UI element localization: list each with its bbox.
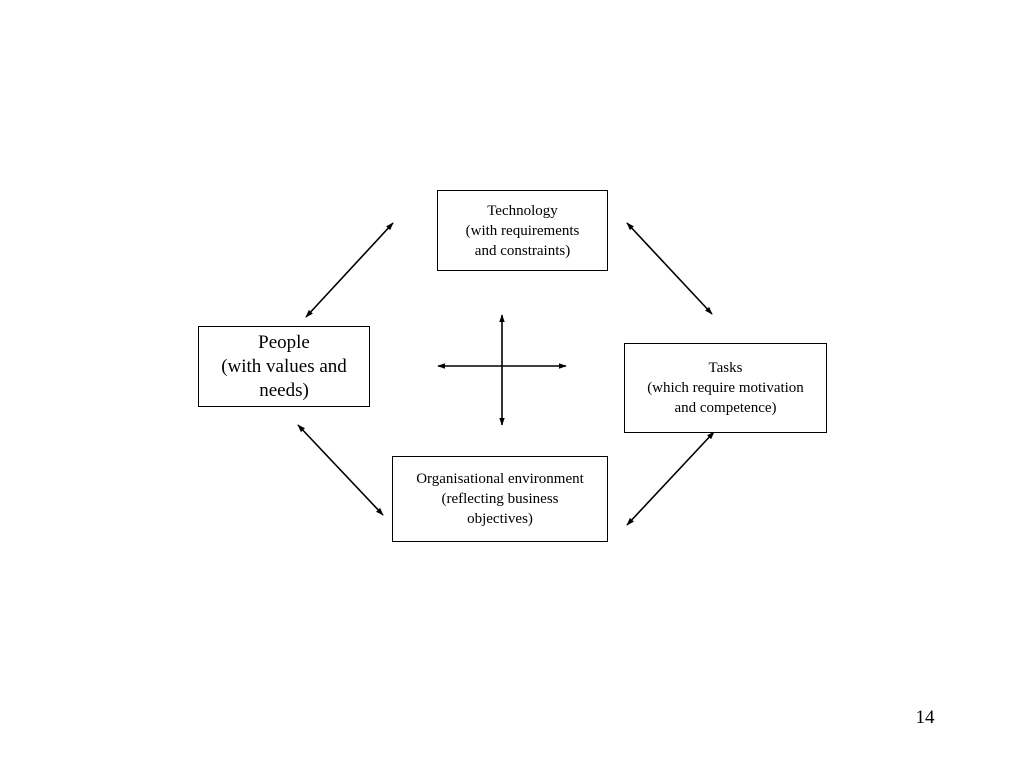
arrow-technology-tasks: [626, 222, 713, 315]
tasks-subtitle-line-2: and competence): [674, 400, 777, 416]
people-box: People (with values and needs): [198, 326, 370, 407]
technology-subtitle-line-1: (with requirements: [465, 222, 580, 239]
technology-title: Technology: [487, 202, 558, 219]
people-subtitle-line-2: needs): [259, 379, 309, 401]
organisation-subtitle-line-1: (reflecting business: [441, 491, 559, 507]
people-title: People: [258, 331, 310, 353]
arrow-organisation-tasks: [626, 431, 715, 526]
arrow-people-technology: [305, 222, 394, 318]
technology-subtitle-line-2: and constraints): [474, 242, 571, 259]
arrow-people-organisation: [297, 424, 384, 516]
organisation-box: Organisational environment (reflecting b…: [392, 456, 608, 542]
page-number: 14: [915, 707, 935, 728]
people-subtitle-line-1: (with values and: [221, 355, 347, 377]
organisation-title: Organisational environment: [416, 471, 584, 487]
tasks-title: Tasks: [708, 360, 743, 376]
tasks-subtitle-line-1: (which require motivation: [647, 380, 804, 396]
technology-box: Technology (with requirements and constr…: [437, 190, 608, 271]
organisation-subtitle-line-2: objectives): [467, 511, 533, 527]
tasks-box: Tasks (which require motivation and comp…: [624, 343, 827, 433]
